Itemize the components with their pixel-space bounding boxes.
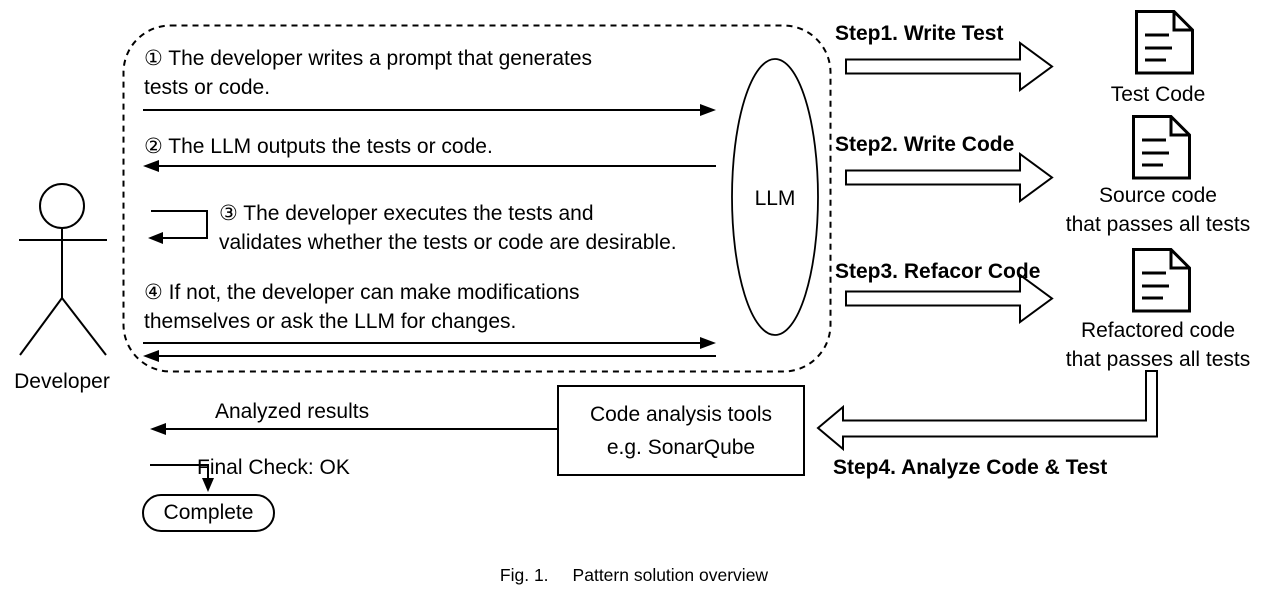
message-4-text: ④ If not, the developer can make modific… xyxy=(144,281,580,333)
step3-big-arrow-icon xyxy=(845,273,1054,324)
arrow-msg2-left-icon xyxy=(143,160,716,172)
source-code-document-icon xyxy=(1132,115,1191,180)
figure-caption: Fig. 1. Pattern solution overview xyxy=(0,565,1268,586)
final-check-label: Final Check: OK xyxy=(197,456,350,479)
arrow-msg4-right-icon xyxy=(143,337,716,349)
arrow-msg4-left-icon xyxy=(143,350,716,362)
refactored-code-document-icon xyxy=(1132,248,1191,313)
step4-label: Step4. Analyze Code & Test xyxy=(833,456,1108,479)
refactored-code-label: Refactored code that passes all tests xyxy=(1065,319,1251,371)
source-code-label: Source code that passes all tests xyxy=(1065,184,1251,236)
complete-node: Complete xyxy=(142,494,275,532)
code-analysis-tools-box: Code analysis tools e.g. SonarQube xyxy=(557,385,805,476)
step3-label: Step3. Refacor Code xyxy=(835,260,1041,283)
step1-big-arrow-icon xyxy=(845,41,1054,92)
complete-label: Complete xyxy=(163,501,254,524)
test-code-document-icon xyxy=(1135,10,1194,75)
arrow-final-check-icon xyxy=(150,464,214,492)
code-analysis-tools-text: Code analysis tools e.g. SonarQube xyxy=(589,402,773,459)
figure-number: Fig. 1. xyxy=(499,565,549,585)
llm-label: LLM xyxy=(754,187,796,210)
figure-title: Pattern solution overview xyxy=(572,565,769,585)
step4-big-arrow-icon xyxy=(816,370,1158,452)
arrow-msg3-self-loop-icon xyxy=(148,210,208,244)
step1-label: Step1. Write Test xyxy=(835,22,1004,45)
arrow-analyzed-results-icon xyxy=(150,423,557,435)
developer-label: Developer xyxy=(14,370,110,393)
message-3-text: ③ The developer executes the tests and v… xyxy=(219,202,677,254)
message-1-text: ① The developer writes a prompt that gen… xyxy=(144,47,593,99)
test-code-label: Test Code xyxy=(1110,83,1206,106)
step2-big-arrow-icon xyxy=(845,152,1054,203)
arrow-msg1-right-icon xyxy=(143,104,716,116)
message-2-text: ② The LLM outputs the tests or code. xyxy=(144,135,493,158)
llm-ellipse xyxy=(731,58,819,336)
step2-label: Step2. Write Code xyxy=(835,133,1015,156)
analyzed-results-label: Analyzed results xyxy=(215,400,370,423)
developer-icon xyxy=(19,183,107,356)
